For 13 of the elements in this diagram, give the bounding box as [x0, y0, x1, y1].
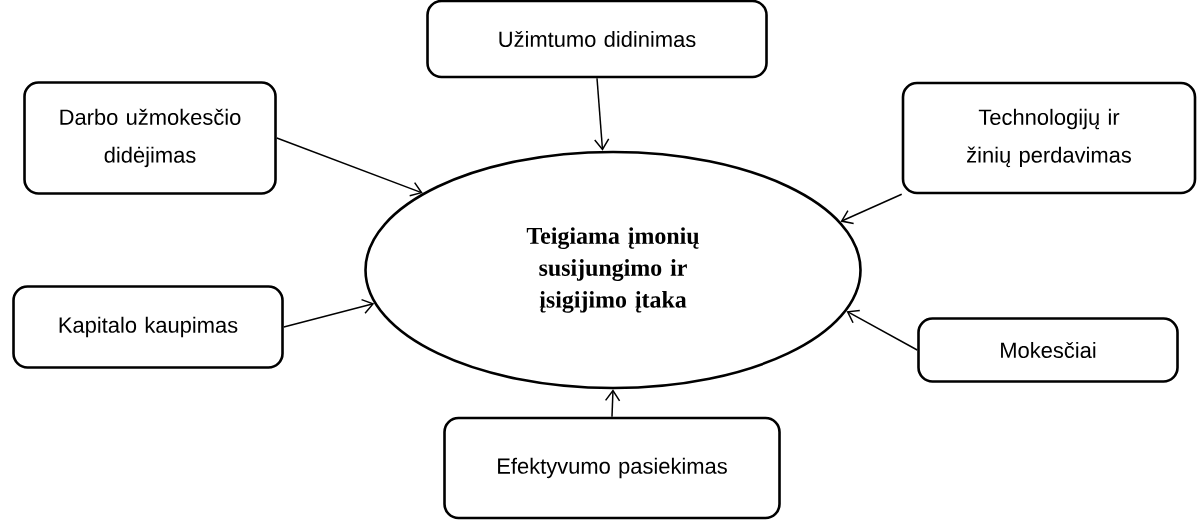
rounded-box: Darbo užmokesčio didėjimas [23, 81, 277, 195]
rounded-box: Užimtumo didinimas [426, 0, 768, 79]
rounded-box: Kapitalo kaupimas [12, 285, 284, 369]
arrow [276, 137, 423, 197]
rounded-box: Efektyvumo pasiekimas [443, 416, 781, 520]
arrow [846, 309, 918, 351]
arrow [604, 389, 621, 418]
arrow [840, 193, 903, 225]
arrow [594, 77, 610, 151]
rounded-box: Technologijų ir žinių perdavimas [901, 81, 1197, 195]
rounded-box: Mokesčiai [917, 317, 1179, 383]
arrow [283, 298, 375, 328]
ellipse-node: Teigiama įmonių susijungimo ir įsigijimo įtaka [364, 150, 862, 390]
